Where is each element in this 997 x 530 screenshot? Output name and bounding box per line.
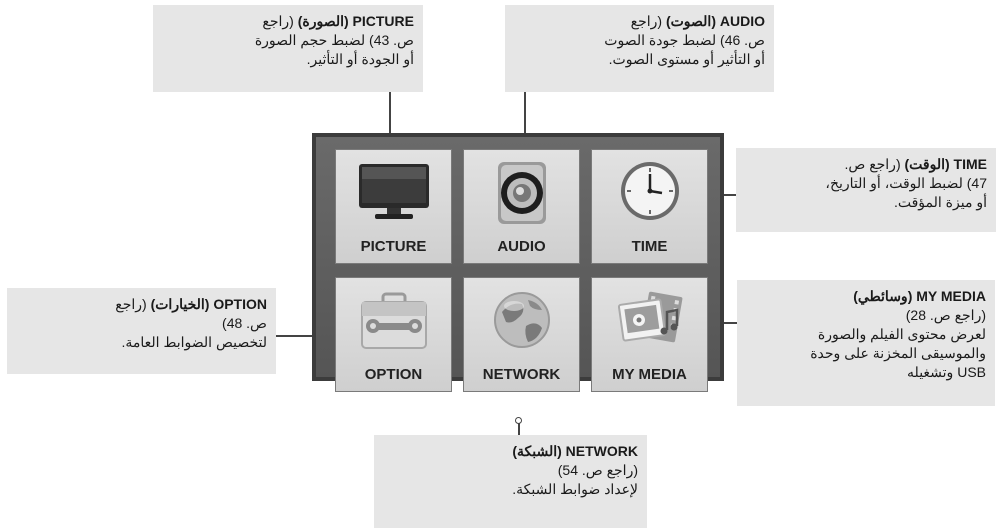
network-tile-label: NETWORK xyxy=(482,366,561,383)
time-callout: TIME (الوقت) (راجع ص. 47) لضبط الوقت، أو… xyxy=(736,148,996,232)
media-icon xyxy=(615,290,685,350)
speaker-icon xyxy=(490,160,554,226)
mymedia-tile[interactable]: MY MEDIA xyxy=(591,277,708,392)
picture-tile[interactable]: PICTURE xyxy=(335,149,452,264)
mymedia-tile-label: MY MEDIA xyxy=(612,366,687,383)
mymedia-callout: MY MEDIA (وسائطي) (راجع ص. 28) لعرض محتو… xyxy=(737,280,995,406)
network-callout-title: NETWORK (الشبكة) xyxy=(512,443,638,459)
picture-callout-title: PICTURE (الصورة) xyxy=(297,13,414,29)
option-callout-title: OPTION (الخيارات) xyxy=(150,296,267,312)
mymedia-callout-title: MY MEDIA (وسائطي) xyxy=(853,288,986,304)
audio-callout-title: AUDIO (الصوت) xyxy=(665,13,765,29)
network-connector-dot xyxy=(515,417,522,424)
time-tile-label: TIME xyxy=(631,238,668,255)
toolbox-icon xyxy=(359,292,429,352)
audio-tile[interactable]: AUDIO xyxy=(463,149,580,264)
network-callout: NETWORK (الشبكة) (راجع ص. 54) لإعداد ضوا… xyxy=(374,435,647,528)
option-callout: OPTION (الخيارات) (راجع ص. 48) لتخصيص ال… xyxy=(7,288,276,374)
time-tile[interactable]: TIME xyxy=(591,149,708,264)
clock-icon xyxy=(619,160,681,222)
network-connector xyxy=(518,420,520,435)
picture-callout: PICTURE (الصورة) (راجع ص. 43) لضبط حجم ا… xyxy=(153,5,423,92)
picture-connector xyxy=(389,92,391,152)
picture-tile-label: PICTURE xyxy=(360,238,427,255)
tv-icon xyxy=(357,160,431,222)
network-tile[interactable]: NETWORK xyxy=(463,277,580,392)
option-tile[interactable]: OPTION xyxy=(335,277,452,392)
option-connector xyxy=(276,335,342,337)
time-callout-title: TIME (الوقت) xyxy=(904,156,988,172)
audio-connector xyxy=(524,92,526,152)
globe-icon xyxy=(492,290,552,350)
audio-tile-label: AUDIO xyxy=(497,238,546,255)
home-menu: PICTURE AUDIO xyxy=(312,133,724,392)
option-tile-label: OPTION xyxy=(364,366,423,383)
audio-callout: AUDIO (الصوت) (راجع ص. 46) لضبط جودة الص… xyxy=(505,5,774,92)
